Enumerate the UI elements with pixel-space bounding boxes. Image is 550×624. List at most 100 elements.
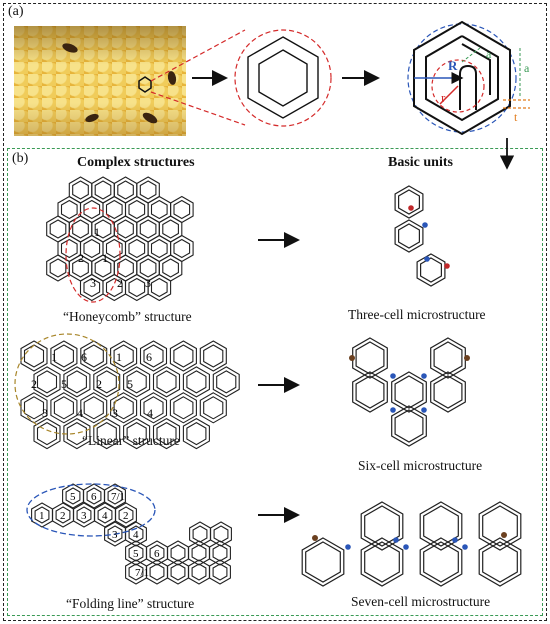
honeycomb-cell [105,199,123,220]
honeycomb-cell [173,199,191,220]
honeycomb-structure-caption: “Honeycomb” structure [63,309,192,324]
honeycomb-cell [173,238,191,259]
linear-cell-number: 1 [51,350,57,364]
folding-cell-number: 5 [133,548,139,560]
folding-cell-number: 1 [39,510,45,522]
hc-num-1a: 1 [94,225,100,239]
folding-cell [55,506,71,524]
linear-cell [203,396,224,420]
seven-cell-hex [419,537,463,587]
honeycomb-cell [49,219,67,239]
seven-cell-dot-end [501,532,507,538]
dim-a-top-text: a [486,47,492,61]
honeycomb-cell [150,277,168,298]
linear-cell [199,392,227,424]
linear-cell [216,370,237,394]
folding-cell-number: 7/1 [135,567,149,579]
folding-cell [212,563,228,581]
linear-cell [53,396,74,420]
folding-cell [213,525,229,543]
linear-cell [33,417,61,450]
six-cell-dot-end [464,355,470,361]
honeycomb-structure [46,176,194,302]
six-cell-hex [430,371,466,413]
honeycomb-cell [105,277,123,298]
linear-cell-number: 1 [116,350,122,364]
linear-cell-number: 4 [77,406,83,420]
honeycomb-cell [139,258,157,278]
linear-structure [20,340,240,450]
six-cell-hex [433,341,463,375]
linear-cell [50,392,78,424]
double-hexagon [247,36,319,119]
six-cell-hex [394,375,424,409]
linear-cell [93,417,121,450]
six-cell-unit [352,337,466,447]
folding-cell [149,563,165,581]
basic-units-header: Basic units [388,155,453,170]
hc-num-2a: 2 [78,251,84,265]
six-cell-dot-1 [390,373,396,379]
linear-highlight [14,333,120,435]
honeycomb-cell [117,258,134,278]
folding-cell [128,544,144,562]
seven-cell-caption: Seven-cell microstructure [351,594,491,609]
seven-cell-dot-5 [462,544,468,550]
linear-cell [143,396,164,420]
linear-cell [123,417,151,450]
panel-b-frame [7,148,543,616]
folding-cell [86,487,102,505]
seven-cell-dot-start [312,535,318,541]
three-cell-hex [398,223,420,249]
linear-cell [186,421,207,446]
hc-num-3b: 3 [145,276,151,290]
linear-cell-number: 3 [42,406,48,420]
honeycomb-cell [139,180,157,200]
folding-cell [107,525,123,543]
six-cell-hex [391,405,427,447]
three-cell-dot-start [408,205,414,211]
honeycomb-cell [72,219,89,239]
linear-cell [212,366,240,398]
seven-cell-hex [423,541,459,583]
seven-cell-hex [364,541,400,583]
seven-cell-dot-3 [403,544,409,550]
honeycomb-cell [94,219,112,239]
honeycomb-cell [117,219,134,239]
folding-cell-number: 6 [154,548,160,560]
three-cell-dot-end [444,263,450,269]
honeycomb-cell [60,238,78,259]
linear-cell [23,396,45,420]
three-cell-hex [394,219,424,253]
honeycomb-cell [60,199,78,220]
honeycomb-cell [150,238,168,259]
linear-cell [182,417,210,450]
honeycomb-cell [128,238,146,259]
seven-cell-hex [478,537,522,587]
folding-cell [191,563,207,581]
six-cell-caption: Six-cell microstructure [358,458,483,473]
honeycomb-cell [150,199,168,220]
dim-r-text: r [441,90,446,105]
honeycomb-cell [117,180,134,200]
linear-cell-number: 2 [96,377,102,391]
three-cell-dot-1 [422,222,428,228]
linear-cell [93,366,121,398]
linear-cell-number: 5 [127,377,133,391]
six-cell-hex [391,371,427,413]
folding-cell [107,487,123,505]
linear-cell [169,392,197,424]
linear-cell [110,340,138,372]
dim-a-side-text: a [524,61,530,75]
hc-num-3a: 3 [90,276,96,290]
honeycomb-cell [128,199,146,220]
honeycomb-cell [139,219,157,239]
folding-cell [192,525,208,543]
folding-highlight [26,483,156,537]
three-cell-hex [416,253,446,287]
honeycomb-cell [162,219,179,239]
linear-cell [113,344,134,368]
folding-cell-number: 6 [91,491,97,503]
linear-cell [53,344,74,368]
